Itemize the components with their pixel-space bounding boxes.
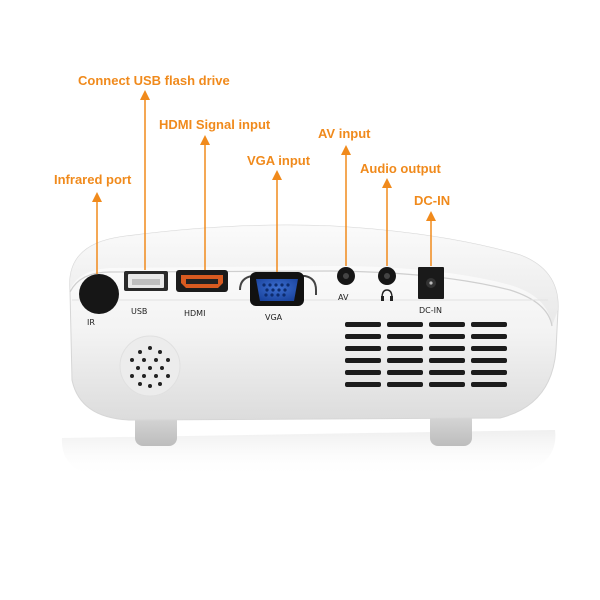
av-arrow [341, 145, 351, 266]
vga-arrow [272, 170, 282, 272]
right-foot [430, 412, 472, 446]
headphones-icon [381, 289, 393, 301]
callout-usb: Connect USB flash drive [78, 73, 230, 88]
infrared-arrow [92, 192, 102, 274]
callout-hdmi: HDMI Signal input [159, 117, 271, 132]
left-foot [135, 412, 177, 446]
ir-port [79, 274, 119, 314]
callout-av: AV input [318, 126, 371, 141]
callout-audio: Audio output [360, 161, 441, 176]
port-label-ir: IR [87, 318, 95, 327]
callout-infrared: Infrared port [54, 172, 132, 187]
vga-port [256, 279, 298, 301]
callout-vga: VGA input [247, 153, 311, 168]
port-label-av: AV [338, 293, 349, 302]
usb-arrow [140, 90, 150, 270]
port-label-dcin: DC-IN [419, 306, 442, 315]
vent-grille [345, 322, 507, 387]
callout-dcin: DC-IN [414, 193, 451, 208]
port-label-usb: USB [131, 307, 148, 316]
port-label-hdmi: HDMI [184, 309, 206, 318]
port-label-vga: VGA [265, 313, 283, 322]
top-shell [69, 225, 559, 326]
audio-arrow [382, 178, 392, 266]
hdmi-arrow [200, 135, 210, 270]
dcin-arrow [426, 211, 436, 266]
